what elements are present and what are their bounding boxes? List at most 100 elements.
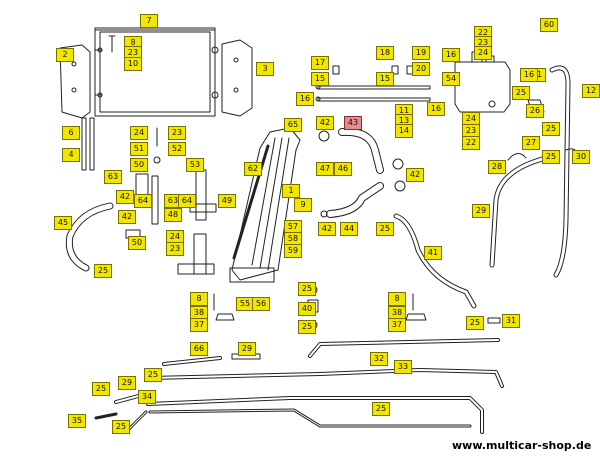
part-label-16[interactable]: 16 — [520, 68, 538, 82]
part-label-25[interactable]: 25 — [298, 282, 316, 296]
part-label-63[interactable]: 63 — [104, 170, 122, 184]
right-shroud-drawing — [221, 39, 253, 117]
part-label-24[interactable]: 24 — [474, 46, 492, 60]
part-label-42[interactable]: 42 — [118, 210, 136, 224]
expansion-rods-drawing — [315, 84, 431, 102]
part-label-26[interactable]: 26 — [526, 104, 544, 118]
part-label-27[interactable]: 27 — [522, 136, 540, 150]
caps-drawing — [332, 65, 414, 75]
pipe-33-drawing — [148, 368, 504, 388]
part-label-30[interactable]: 30 — [572, 150, 590, 164]
part-label-4[interactable]: 4 — [62, 148, 80, 162]
part-label-51[interactable]: 51 — [130, 142, 148, 156]
part-label-47[interactable]: 47 — [316, 162, 334, 176]
part-label-64[interactable]: 64 — [178, 194, 196, 208]
part-label-33[interactable]: 33 — [394, 360, 412, 374]
part-label-50[interactable]: 50 — [130, 158, 148, 172]
side-rails-drawing — [81, 117, 95, 171]
hose-28-drawing — [507, 153, 527, 161]
part-label-43[interactable]: 43 — [344, 116, 362, 130]
part-label-25[interactable]: 25 — [112, 420, 130, 434]
part-label-29[interactable]: 29 — [118, 376, 136, 390]
part-label-24[interactable]: 24 — [130, 126, 148, 140]
part-label-3[interactable]: 3 — [256, 62, 274, 76]
part-label-25[interactable]: 25 — [94, 264, 112, 278]
part-label-54[interactable]: 54 — [442, 72, 460, 86]
part-label-23[interactable]: 23 — [166, 242, 184, 256]
part-label-64[interactable]: 64 — [134, 194, 152, 208]
part-label-35[interactable]: 35 — [68, 414, 86, 428]
part-label-58[interactable]: 58 — [284, 232, 302, 246]
part-label-8[interactable]: 8 — [388, 292, 406, 306]
shroud-strip-drawing — [232, 144, 270, 260]
part-label-2[interactable]: 2 — [56, 48, 74, 62]
part-label-12[interactable]: 12 — [582, 84, 600, 98]
part-label-25[interactable]: 25 — [466, 316, 484, 330]
part-label-59[interactable]: 59 — [284, 244, 302, 258]
part-label-22[interactable]: 22 — [462, 136, 480, 150]
part-label-16[interactable]: 16 — [296, 92, 314, 106]
part-label-8[interactable]: 8 — [190, 292, 208, 306]
part-label-42[interactable]: 42 — [116, 190, 134, 204]
part-label-40[interactable]: 40 — [298, 302, 316, 316]
part-label-46[interactable]: 46 — [334, 162, 352, 176]
part-label-25[interactable]: 25 — [298, 320, 316, 334]
part-label-37[interactable]: 37 — [388, 318, 406, 332]
part-label-49[interactable]: 49 — [218, 194, 236, 208]
part-label-25[interactable]: 25 — [92, 382, 110, 396]
part-label-42[interactable]: 42 — [318, 222, 336, 236]
part-label-45[interactable]: 45 — [54, 216, 72, 230]
part-label-18[interactable]: 18 — [376, 46, 394, 60]
part-label-16[interactable]: 16 — [442, 48, 460, 62]
part-label-66[interactable]: 66 — [190, 342, 208, 356]
part-label-6[interactable]: 6 — [62, 126, 80, 140]
part-label-48[interactable]: 48 — [164, 208, 182, 222]
part-label-16[interactable]: 16 — [427, 102, 445, 116]
part-label-56[interactable]: 56 — [252, 297, 270, 311]
part-label-31[interactable]: 31 — [502, 314, 520, 328]
part-label-9[interactable]: 9 — [294, 198, 312, 212]
part-label-44[interactable]: 44 — [340, 222, 358, 236]
part-label-29[interactable]: 29 — [238, 342, 256, 356]
part-label-32[interactable]: 32 — [370, 352, 388, 366]
part-label-62[interactable]: 62 — [244, 162, 262, 176]
hose-41-drawing — [393, 213, 477, 309]
part-label-25[interactable]: 25 — [376, 222, 394, 236]
part-label-25[interactable]: 25 — [542, 122, 560, 136]
part-label-52[interactable]: 52 — [168, 142, 186, 156]
part-label-41[interactable]: 41 — [424, 246, 442, 260]
part-label-60[interactable]: 60 — [540, 18, 558, 32]
top-bolt-drawing — [108, 35, 116, 53]
part-label-14[interactable]: 14 — [395, 124, 413, 138]
part-label-23[interactable]: 23 — [168, 126, 186, 140]
part-label-20[interactable]: 20 — [412, 62, 430, 76]
hose-29-right-drawing — [489, 155, 549, 268]
part-label-37[interactable]: 37 — [190, 318, 208, 332]
part-label-10[interactable]: 10 — [124, 57, 142, 71]
part-label-7[interactable]: 7 — [140, 14, 158, 28]
brackets-drawing — [135, 169, 217, 275]
part-label-34[interactable]: 34 — [138, 390, 156, 404]
part-label-25[interactable]: 25 — [372, 402, 390, 416]
part-label-50[interactable]: 50 — [128, 236, 146, 250]
part-label-15[interactable]: 15 — [376, 72, 394, 86]
part-label-25[interactable]: 25 — [512, 86, 530, 100]
expansion-tank-drawing — [454, 51, 511, 113]
part-label-19[interactable]: 19 — [412, 46, 430, 60]
part-label-1[interactable]: 1 — [282, 184, 300, 198]
part-label-25[interactable]: 25 — [542, 150, 560, 164]
part-label-53[interactable]: 53 — [186, 158, 204, 172]
part-label-17[interactable]: 17 — [311, 56, 329, 70]
part-label-25[interactable]: 25 — [144, 368, 162, 382]
radiator-core-drawing — [229, 127, 301, 283]
part-label-29[interactable]: 29 — [472, 204, 490, 218]
part-label-65[interactable]: 65 — [284, 118, 302, 132]
part-label-28[interactable]: 28 — [488, 160, 506, 174]
part-label-63[interactable]: 63 — [164, 194, 182, 208]
part-label-42[interactable]: 42 — [406, 168, 424, 182]
part-label-15[interactable]: 15 — [311, 72, 329, 86]
site-url: www.multicar-shop.de — [452, 439, 592, 452]
part-label-42[interactable]: 42 — [316, 116, 334, 130]
